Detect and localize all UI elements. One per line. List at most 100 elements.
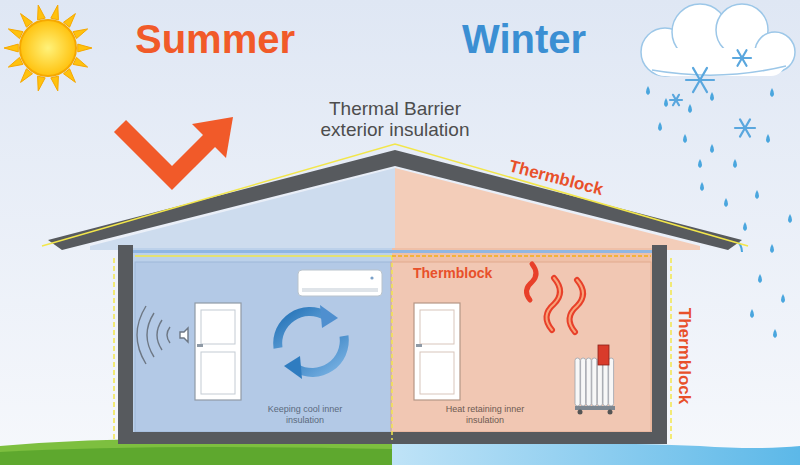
snowflake-arm bbox=[742, 50, 747, 58]
raindrop bbox=[788, 214, 792, 223]
raindrop bbox=[781, 294, 785, 303]
wall-insulation-label: Thermblock bbox=[674, 308, 694, 404]
raindrop bbox=[698, 159, 702, 168]
sun-ray bbox=[8, 57, 23, 67]
radiator-fin bbox=[586, 358, 591, 406]
radiator-base bbox=[575, 406, 615, 410]
text-slot: Heat retaining inner insulation bbox=[437, 404, 533, 426]
warm-room bbox=[391, 262, 651, 432]
wall-insulation-line bbox=[670, 258, 672, 442]
ac-light bbox=[370, 276, 373, 279]
radiator-wheel bbox=[578, 410, 583, 415]
cloud-outline bbox=[652, 66, 786, 75]
sun-rays bbox=[4, 5, 92, 91]
raindrop bbox=[770, 244, 774, 253]
sun-ray bbox=[38, 76, 46, 91]
left-wall bbox=[118, 245, 133, 440]
snowflake bbox=[733, 50, 751, 66]
radiator-fin bbox=[575, 358, 580, 406]
door-panel bbox=[195, 303, 241, 400]
heat-wave bbox=[569, 280, 583, 332]
snowflake-arm bbox=[745, 119, 750, 128]
raindrop bbox=[688, 104, 692, 113]
label-slot: Winter bbox=[462, 16, 586, 62]
sun-icon bbox=[4, 5, 92, 91]
raindrop bbox=[700, 182, 704, 191]
text-slot: Keeping cool inner insulation bbox=[260, 404, 350, 426]
snowflake-arm bbox=[700, 80, 707, 92]
sun-ray bbox=[38, 5, 46, 20]
heat-wave bbox=[526, 264, 536, 300]
sound-arc bbox=[157, 320, 162, 350]
snow-cloud bbox=[641, 4, 795, 76]
raindrop bbox=[758, 274, 762, 283]
snowflake-arm bbox=[693, 80, 700, 92]
wall-insulation-line bbox=[113, 258, 115, 442]
sun-ray bbox=[78, 44, 92, 52]
radiator-fin bbox=[581, 358, 586, 406]
snowflake-arm bbox=[738, 50, 743, 58]
warm-room-edge bbox=[391, 262, 651, 432]
sound-arc bbox=[137, 306, 146, 364]
raindrop bbox=[770, 88, 774, 97]
sun-ray bbox=[4, 44, 18, 52]
arrow-head bbox=[192, 117, 233, 158]
snowflake-arm bbox=[686, 79, 700, 81]
sound-waves bbox=[137, 306, 188, 364]
circulation-head bbox=[284, 356, 302, 379]
door-left bbox=[195, 303, 241, 400]
snowflake-arm bbox=[700, 68, 707, 80]
snowflake-arm bbox=[738, 58, 743, 66]
sun-disc bbox=[20, 20, 76, 76]
divider-line bbox=[391, 256, 393, 440]
sun-ray bbox=[51, 76, 59, 91]
ceiling-insulation-line bbox=[392, 255, 651, 257]
raindrop bbox=[683, 134, 687, 143]
circulation-arc bbox=[296, 336, 344, 372]
raindrop bbox=[658, 122, 662, 131]
snowflake-arm bbox=[700, 79, 714, 81]
snowflake-arm bbox=[742, 58, 747, 66]
snowflakes bbox=[670, 50, 755, 136]
snowflake-arm bbox=[740, 128, 745, 137]
door-handle bbox=[416, 344, 422, 347]
ceiling-insulation-line bbox=[135, 255, 392, 257]
oil-radiator bbox=[575, 345, 615, 415]
ac-vent bbox=[302, 288, 378, 292]
sun-ray bbox=[51, 5, 59, 20]
label-slot: Thermal Barrier exterior insulation bbox=[295, 99, 495, 141]
air-circulation-arrows bbox=[278, 305, 345, 379]
cloud-base bbox=[650, 48, 785, 76]
raindrop bbox=[733, 159, 737, 168]
right-wall bbox=[652, 245, 667, 440]
raindrop bbox=[773, 329, 777, 338]
sun-ray bbox=[73, 57, 88, 67]
room-caption: Keeping cool inner insulation bbox=[260, 404, 350, 426]
radiator-wheel bbox=[608, 410, 613, 415]
raindrop bbox=[646, 86, 650, 95]
label-slot: Summer bbox=[135, 16, 295, 62]
heat-wave bbox=[546, 278, 560, 330]
heat-waves bbox=[526, 264, 583, 332]
circulation-arc bbox=[278, 312, 326, 348]
sound-arc bbox=[167, 327, 170, 343]
snowflake-arm bbox=[745, 128, 750, 137]
ac-body bbox=[298, 270, 382, 296]
sound-arc bbox=[147, 313, 154, 357]
air-conditioner bbox=[298, 270, 382, 296]
cool-half bbox=[120, 248, 392, 438]
reflect-arrow bbox=[120, 117, 233, 178]
radiator-control bbox=[598, 345, 609, 365]
exterior-insulation-line bbox=[42, 144, 748, 246]
season-title: Summer bbox=[135, 16, 295, 62]
raindrop bbox=[755, 190, 759, 199]
attic-cool bbox=[90, 168, 395, 250]
cool-room-edge bbox=[135, 262, 391, 432]
snowflake bbox=[735, 119, 755, 136]
door-handle bbox=[197, 344, 203, 347]
snowflake-arm bbox=[693, 68, 700, 80]
season-title: Winter bbox=[462, 16, 586, 62]
